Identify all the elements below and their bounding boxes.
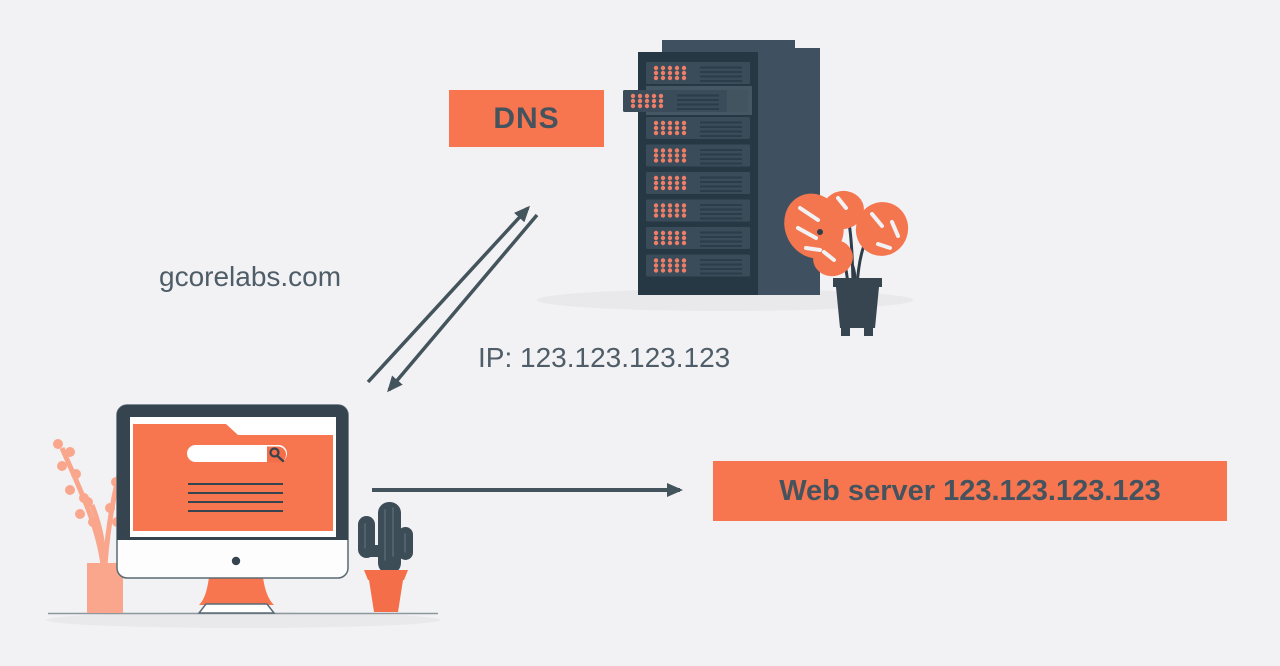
pulled-unit-cap — [723, 90, 748, 112]
query-domain-text: gcorelabs.com — [159, 261, 342, 292]
server-unit — [645, 143, 751, 168]
search-bar[interactable] — [187, 445, 287, 462]
plant-pot — [833, 278, 882, 336]
monstera-plant — [784, 190, 909, 336]
server-unit — [645, 171, 751, 195]
server-unit — [645, 226, 751, 250]
search-icon — [269, 447, 285, 463]
server-unit — [645, 198, 751, 223]
computer-shadow — [46, 612, 440, 628]
camera-dot — [231, 556, 241, 566]
dns-label-box: DNS — [449, 90, 604, 147]
web-server-label: Web server 123.123.123.123 — [779, 474, 1161, 507]
cactus-plant — [358, 502, 413, 612]
dns-label: DNS — [493, 101, 560, 135]
cactus-pot — [364, 570, 408, 612]
dns-response-arrow-icon — [387, 213, 539, 393]
screen-text-lines — [188, 483, 283, 512]
browser-tab — [133, 424, 238, 435]
pulled-server-unit — [622, 89, 728, 113]
server-rack-illustration — [622, 40, 820, 295]
web-server-label-box: Web server 123.123.123.123 — [713, 461, 1227, 521]
monitor-stand — [199, 577, 274, 605]
desktop-computer-illustration — [116, 404, 349, 614]
leaf-hole — [817, 229, 823, 235]
server-unit — [645, 61, 751, 85]
server-unit — [645, 116, 751, 140]
cactus-trunk — [378, 502, 401, 574]
cactus-ridges — [364, 507, 406, 561]
leaf-slits — [796, 196, 900, 262]
cactus-arm-joint — [364, 545, 382, 557]
response-ip-text: IP: 123.123.123.123 — [478, 342, 731, 373]
dns-query-arrow-icon — [366, 205, 531, 384]
server-unit — [645, 253, 751, 278]
monitor-base — [197, 603, 276, 614]
